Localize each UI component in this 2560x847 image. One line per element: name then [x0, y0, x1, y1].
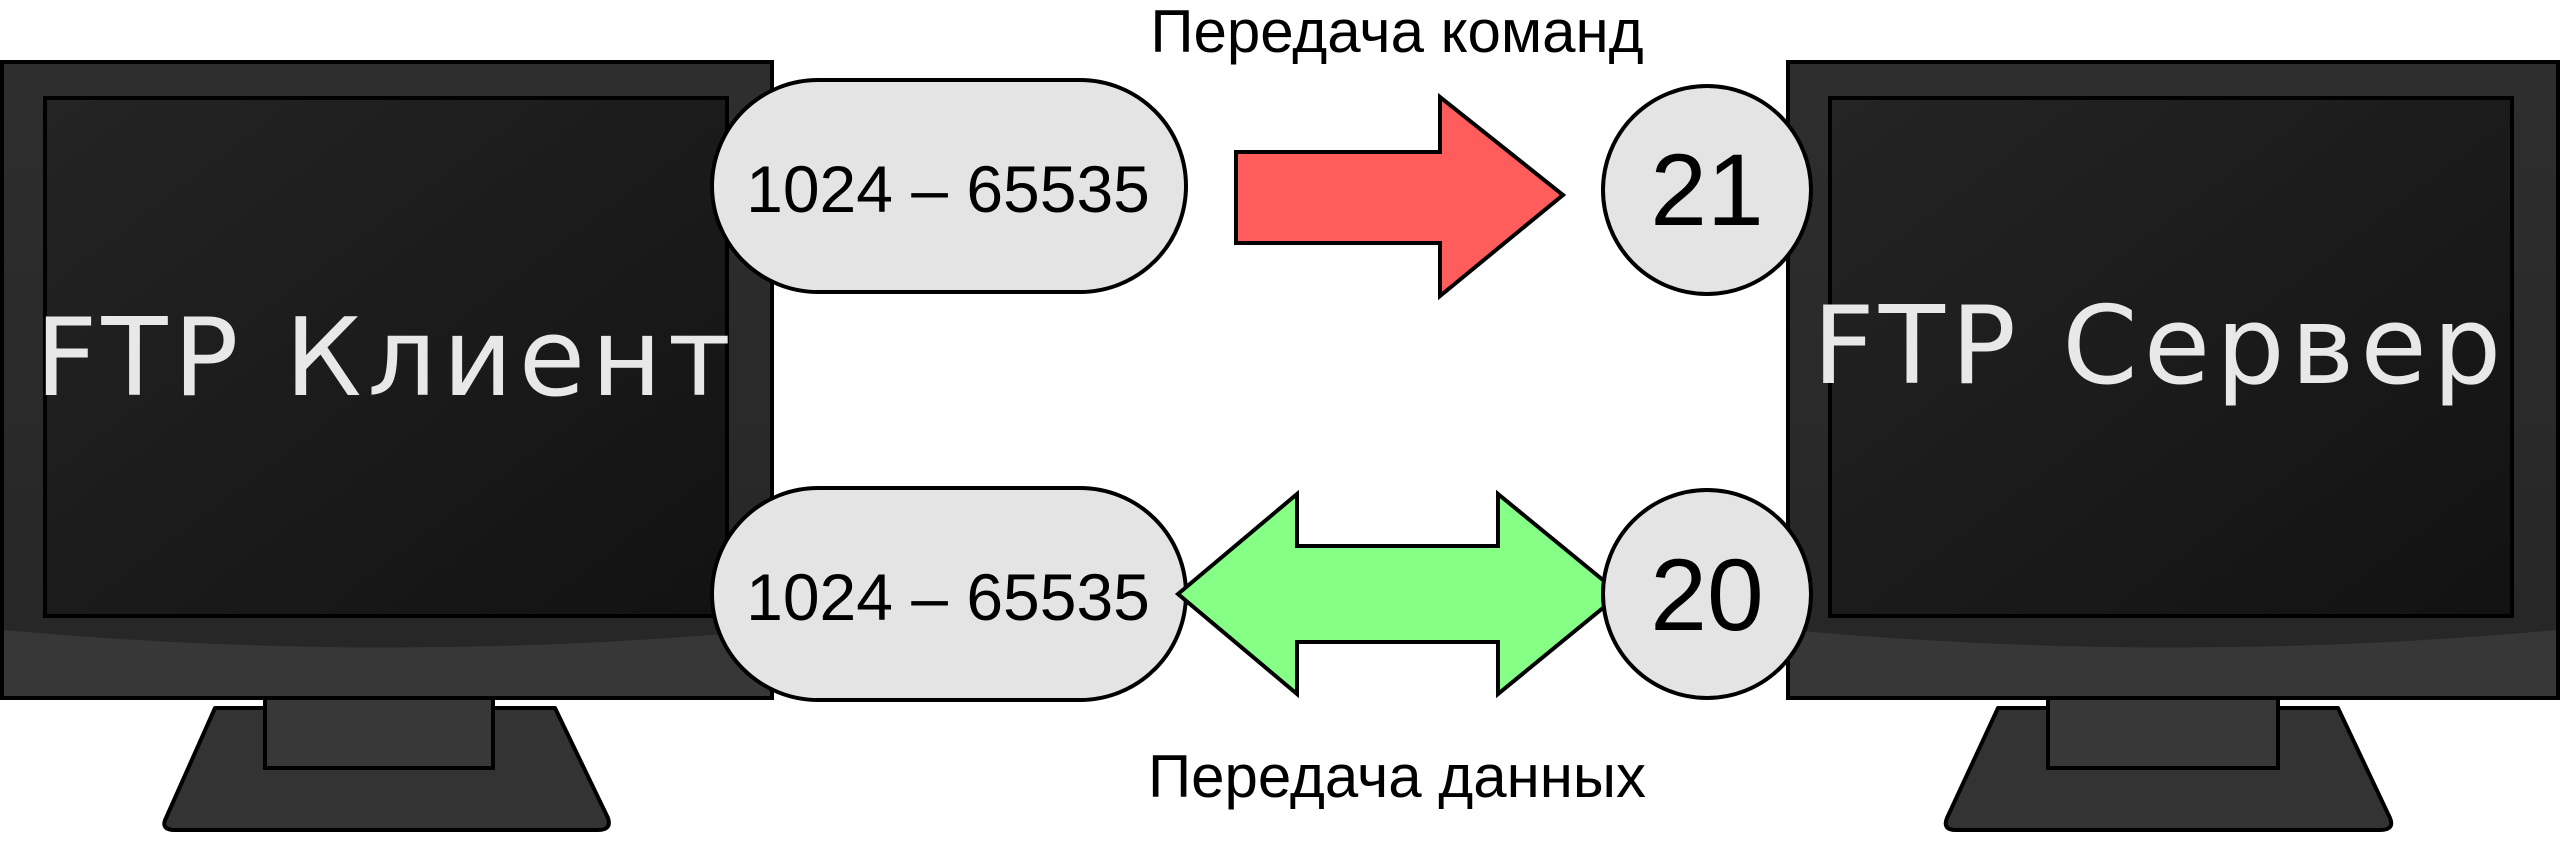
- command-server-port-bubble: [1601, 84, 1813, 296]
- data-channel: 1024 – 65535 20: [710, 486, 1813, 702]
- server-monitor: FTP Сервер: [1786, 60, 2560, 832]
- data-server-port-bubble: [1601, 488, 1813, 700]
- server-title: FTP Сервер: [1813, 284, 2508, 409]
- data-server-port: 20: [1650, 538, 1763, 652]
- client-title: FTP Клиент: [35, 296, 737, 421]
- data-client-port: 1024 – 65535: [746, 560, 1150, 634]
- server-monitor-neck: [2046, 690, 2280, 770]
- data-bidirectional-arrow-icon: [1174, 489, 1624, 699]
- server-monitor-screen: [1828, 96, 2514, 618]
- command-client-port-bubble: [710, 78, 1188, 294]
- command-arrow-icon: [1234, 92, 1567, 301]
- command-server-port: 21: [1650, 133, 1763, 247]
- command-client-port: 1024 – 65535: [746, 152, 1150, 226]
- command-channel-label: Передача команд: [1150, 0, 1643, 65]
- client-monitor: FTP Клиент: [0, 60, 774, 832]
- data-channel-label: Передача данных: [1148, 743, 1646, 810]
- client-monitor-screen: [43, 96, 729, 618]
- command-channel: 1024 – 65535 21: [710, 78, 1813, 301]
- client-monitor-neck: [263, 690, 495, 770]
